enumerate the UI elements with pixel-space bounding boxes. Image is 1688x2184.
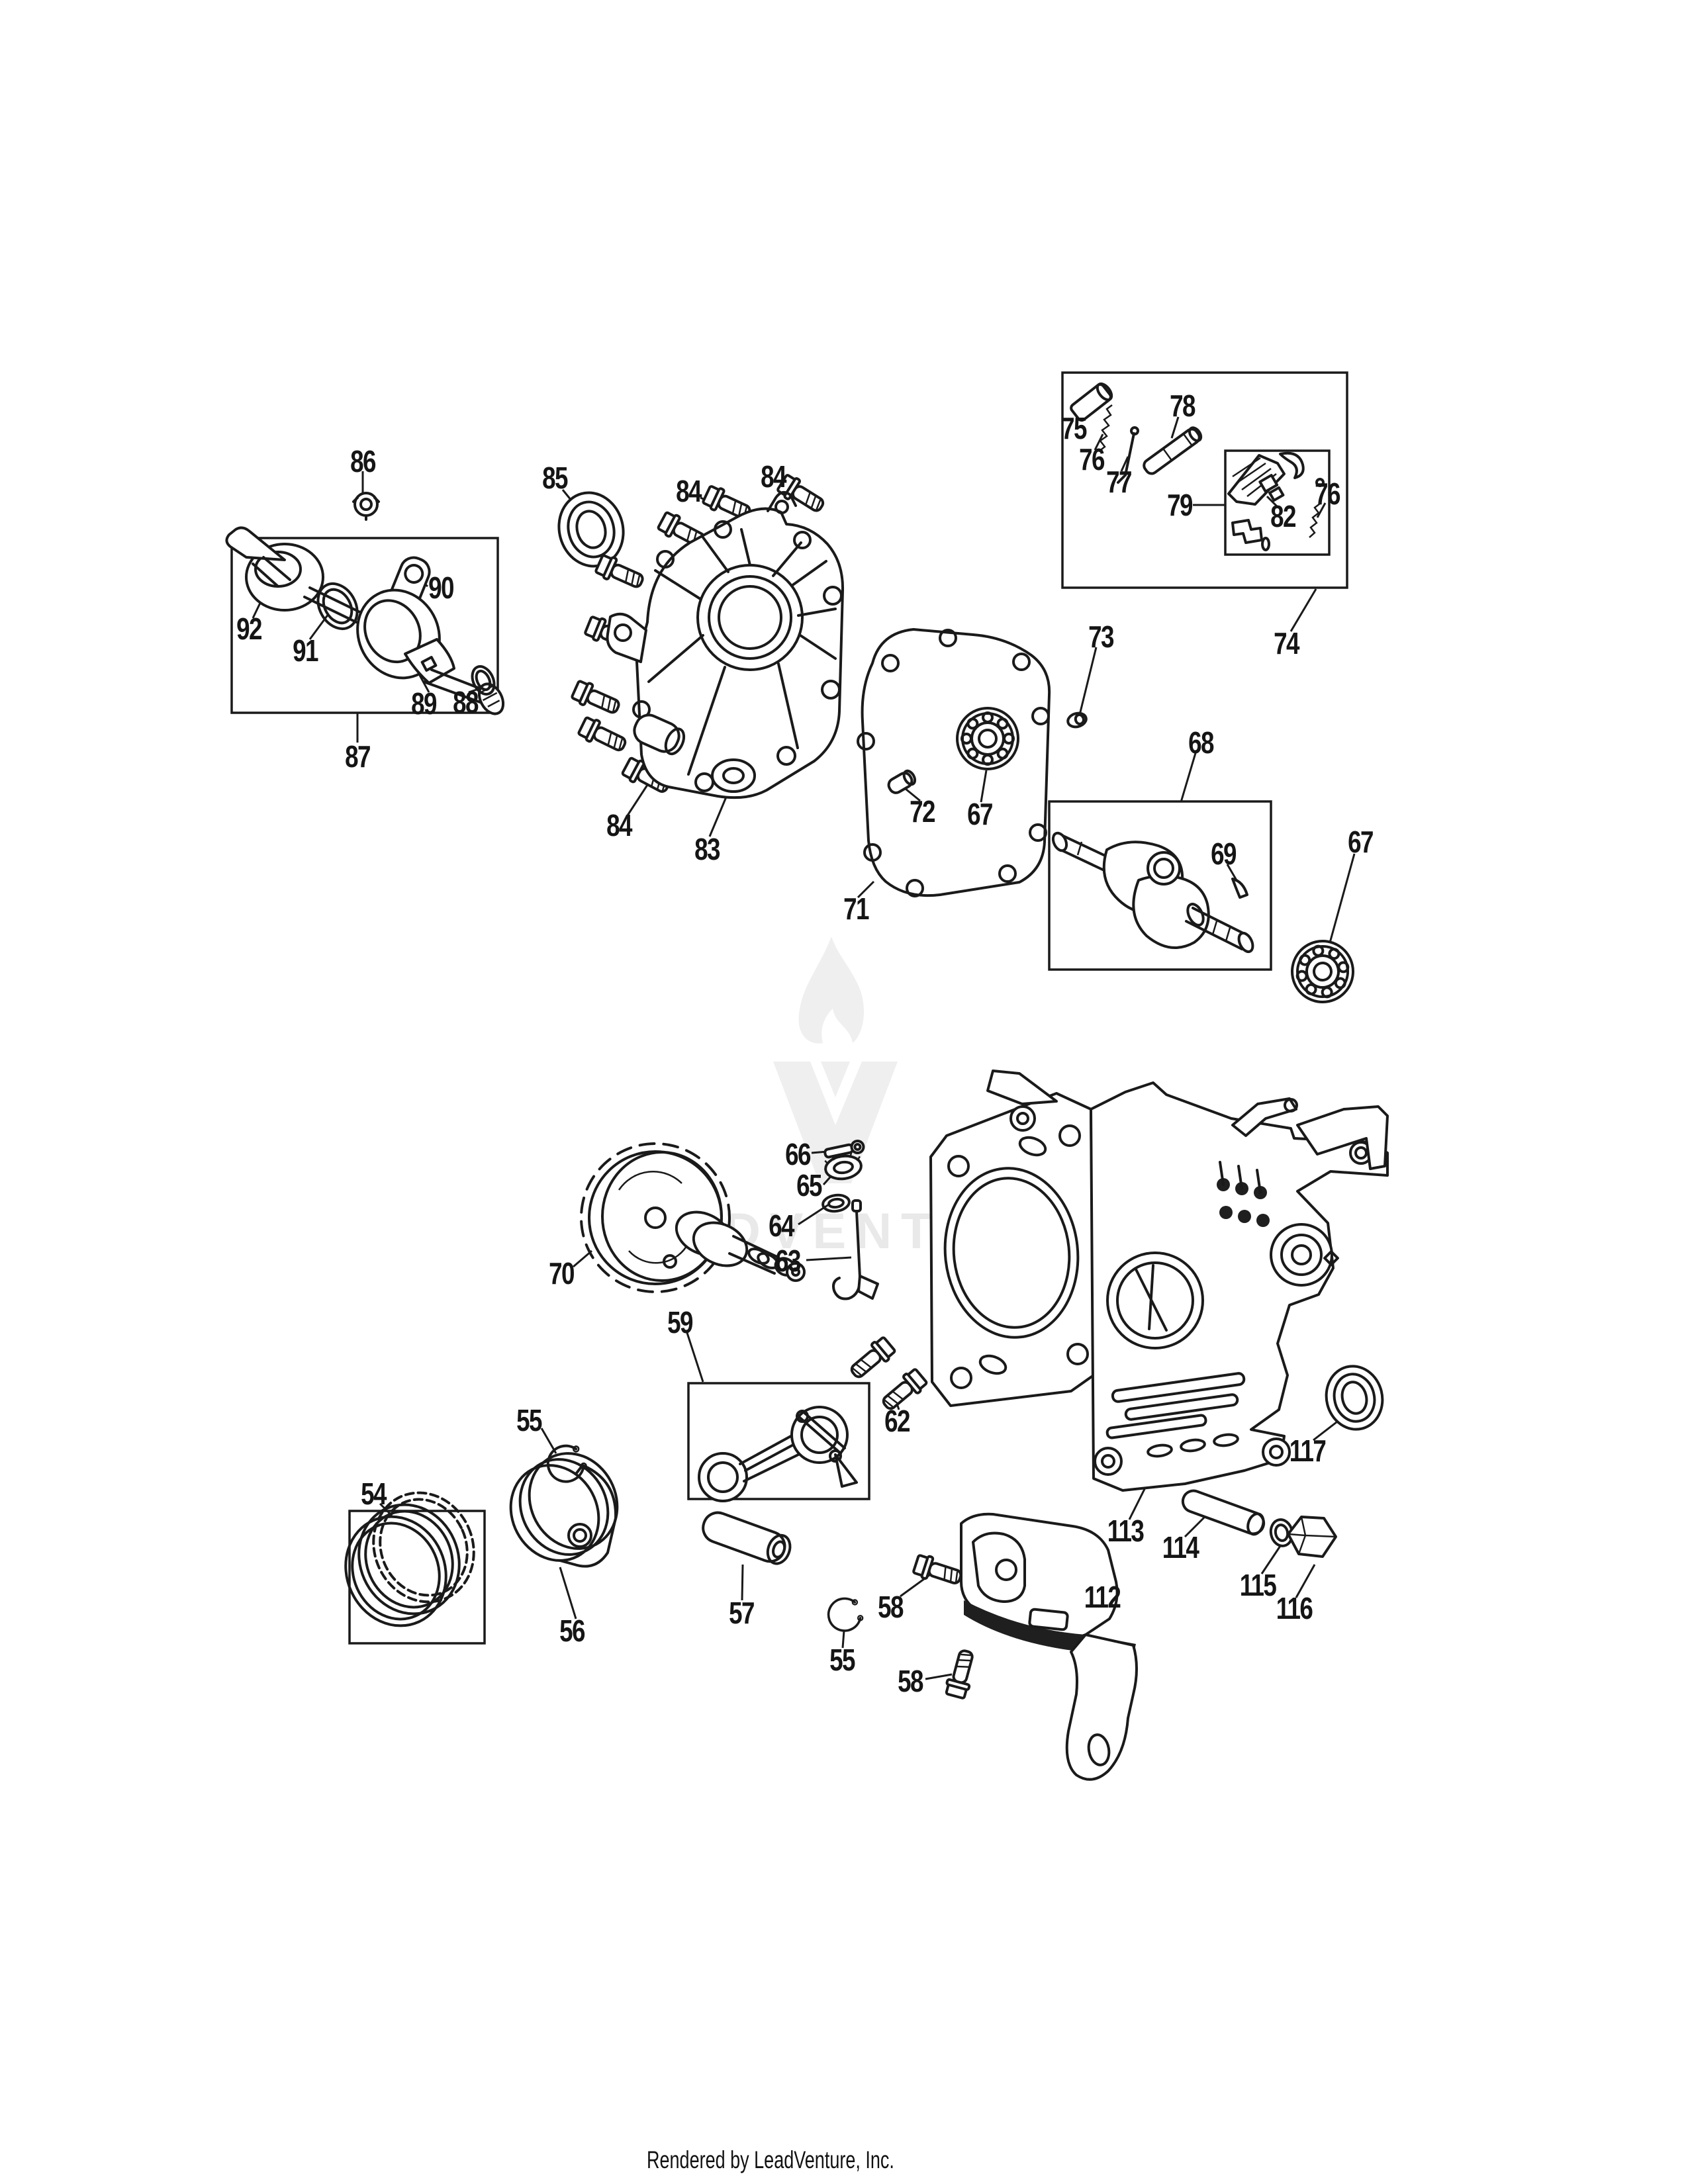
pin-66 <box>823 1140 865 1159</box>
head-studs <box>1217 1161 1270 1227</box>
crankcase-cover <box>606 490 845 799</box>
woodruff-key-69 <box>1231 878 1248 899</box>
connecting-rod-box <box>687 1382 870 1500</box>
cooling-fins <box>1105 1372 1246 1458</box>
rod-77 <box>1117 426 1139 484</box>
piston <box>509 1452 619 1568</box>
governor-control-box <box>1061 371 1348 589</box>
flange-nut <box>352 492 380 521</box>
oil-seal-85 <box>557 491 625 568</box>
dowel-pin-114 <box>1181 1489 1266 1536</box>
rod-bolts <box>845 1334 930 1416</box>
dipstick-assembly-box <box>230 537 499 714</box>
governor-inner-box <box>1224 449 1331 556</box>
watermark-v-icon <box>773 1062 898 1183</box>
crankshaft-box <box>1048 800 1272 971</box>
pin-75 <box>1070 382 1113 422</box>
main-bearing-67 <box>1285 934 1360 1009</box>
main-bearing-in-gasket <box>956 707 1019 770</box>
wrist-pin-circlip-lower <box>823 1593 867 1636</box>
governor-linkage-parts <box>821 1140 879 1300</box>
piston-ring-set-box <box>348 1510 486 1645</box>
dowel-pin-72 <box>887 769 917 794</box>
governor-shaft-63 <box>832 1199 879 1300</box>
governor-control-parts <box>1070 382 1325 551</box>
governor-shaft-assembly-79 <box>1227 451 1325 551</box>
shaft-78 <box>1143 426 1203 475</box>
spring-76-right <box>1309 503 1321 538</box>
washer-64 <box>821 1193 851 1213</box>
crankcase-gasket <box>857 628 1051 897</box>
watermark-flame-icon <box>798 936 865 1044</box>
cylinder-block-assembly <box>929 1069 1389 1492</box>
pin-73 <box>1066 711 1088 729</box>
camshaft-assembly <box>580 1142 806 1293</box>
washer-gear-65 <box>824 1152 863 1181</box>
rod-dipper <box>834 1453 858 1488</box>
wrist-pin <box>702 1511 792 1565</box>
piston-ring-set <box>344 1491 475 1627</box>
crankshaft-seal-117 <box>1325 1365 1384 1431</box>
footer-credit: Rendered by LeadVenture, Inc. <box>647 2146 894 2173</box>
oil-dipstick-assembly <box>225 526 505 715</box>
crankshaft <box>1051 831 1254 954</box>
connecting-rod <box>698 1406 858 1502</box>
shroud-bolt-upper <box>911 1551 965 1590</box>
shroud-bolt-lower <box>943 1647 980 1701</box>
spring-76-left <box>1098 404 1113 452</box>
cylinder-shroud-baffle <box>960 1512 1138 1781</box>
hex-cap-116 <box>1287 1516 1337 1558</box>
